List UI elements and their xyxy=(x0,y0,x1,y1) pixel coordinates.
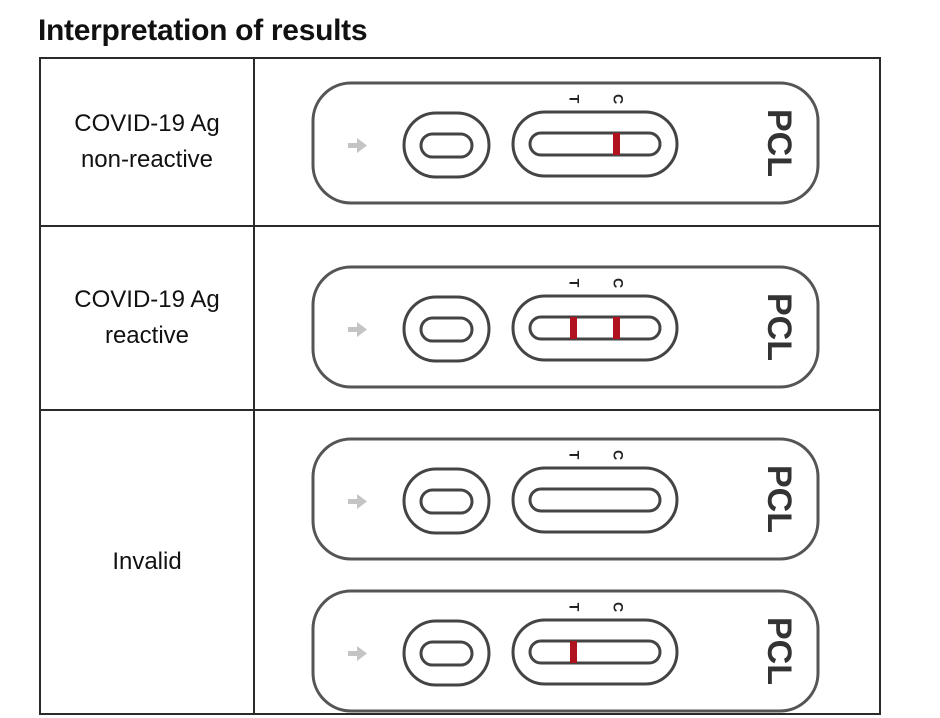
test-device: T C PCL xyxy=(311,81,820,205)
control-marker: C xyxy=(610,94,626,104)
arrow-right-icon xyxy=(348,646,367,661)
device-body xyxy=(311,589,820,713)
test-device-illustration: T C PCL T C PCL xyxy=(311,437,820,713)
result-label-line: Invalid xyxy=(112,548,182,575)
result-window-outer xyxy=(511,618,679,686)
device-image-cell: T C PCL T C PCL xyxy=(253,409,881,715)
control-marker: C xyxy=(610,602,626,612)
test-line xyxy=(570,641,577,663)
control-line xyxy=(613,133,620,155)
table-row: Invalid T C PCL T C PCL xyxy=(39,409,881,715)
brand-label: PCL xyxy=(760,293,798,361)
sample-well-inner xyxy=(419,488,474,515)
device-image-cell: T C PCL xyxy=(253,225,881,411)
result-window-inner xyxy=(528,487,662,513)
sample-well-inner xyxy=(419,316,474,343)
result-label-cell: COVID-19 Ag non-reactive xyxy=(39,57,255,227)
brand-label: PCL xyxy=(760,109,798,177)
arrow-shaft xyxy=(348,327,358,332)
result-label-line: COVID-19 Ag xyxy=(74,286,220,313)
result-window-inner xyxy=(528,131,662,157)
result-window-outer xyxy=(511,110,679,178)
result-window-outer xyxy=(511,466,679,534)
sample-well-outer xyxy=(402,467,491,535)
test-marker: T xyxy=(566,451,582,460)
result-label-cell: COVID-19 Ag reactive xyxy=(39,225,255,411)
arrow-right-icon xyxy=(348,494,367,509)
brand-label: PCL xyxy=(760,465,798,533)
result-label-cell: Invalid xyxy=(39,409,255,715)
test-device-illustration: T C PCL xyxy=(311,81,820,205)
arrow-shaft xyxy=(348,143,358,148)
sample-well-outer xyxy=(402,295,491,363)
device-image-cell: T C PCL xyxy=(253,57,881,227)
test-device: T C PCL xyxy=(311,589,820,713)
arrow-head xyxy=(357,138,367,153)
device-body xyxy=(311,437,820,561)
test-line xyxy=(570,317,577,339)
results-table: COVID-19 Ag non-reactive T C PCL COVID-19 … xyxy=(39,57,881,715)
arrow-right-icon xyxy=(348,138,367,153)
brand-label: PCL xyxy=(760,617,798,685)
sample-well-inner xyxy=(419,132,474,159)
result-label-line: non-reactive xyxy=(80,146,214,173)
test-marker: T xyxy=(566,279,582,288)
device-body xyxy=(311,265,820,389)
sample-well-outer xyxy=(402,111,491,179)
test-marker: T xyxy=(566,95,582,104)
arrow-head xyxy=(357,646,367,661)
control-line xyxy=(613,317,620,339)
arrow-head xyxy=(357,322,367,337)
table-row: COVID-19 Ag non-reactive T C PCL xyxy=(39,57,881,227)
arrow-shaft xyxy=(348,499,358,504)
result-label-line: reactive xyxy=(104,322,190,349)
test-device: T C PCL xyxy=(311,265,820,389)
result-window-inner xyxy=(528,315,662,341)
arrow-shaft xyxy=(348,651,358,656)
result-window-outer xyxy=(511,294,679,362)
test-device-illustration: T C PCL xyxy=(311,265,820,389)
sample-well-inner xyxy=(419,640,474,667)
control-marker: C xyxy=(610,278,626,288)
test-marker: T xyxy=(566,603,582,612)
test-device: T C PCL xyxy=(311,437,820,561)
sample-well-outer xyxy=(402,619,491,687)
arrow-head xyxy=(357,494,367,509)
device-body xyxy=(311,81,820,205)
arrow-right-icon xyxy=(348,322,367,337)
result-window-inner xyxy=(528,639,662,665)
control-marker: C xyxy=(610,450,626,460)
table-row: COVID-19 Ag reactive T C PCL xyxy=(39,225,881,411)
result-label-line: COVID-19 Ag xyxy=(74,110,220,137)
page-title: Interpretation of results xyxy=(38,14,368,47)
